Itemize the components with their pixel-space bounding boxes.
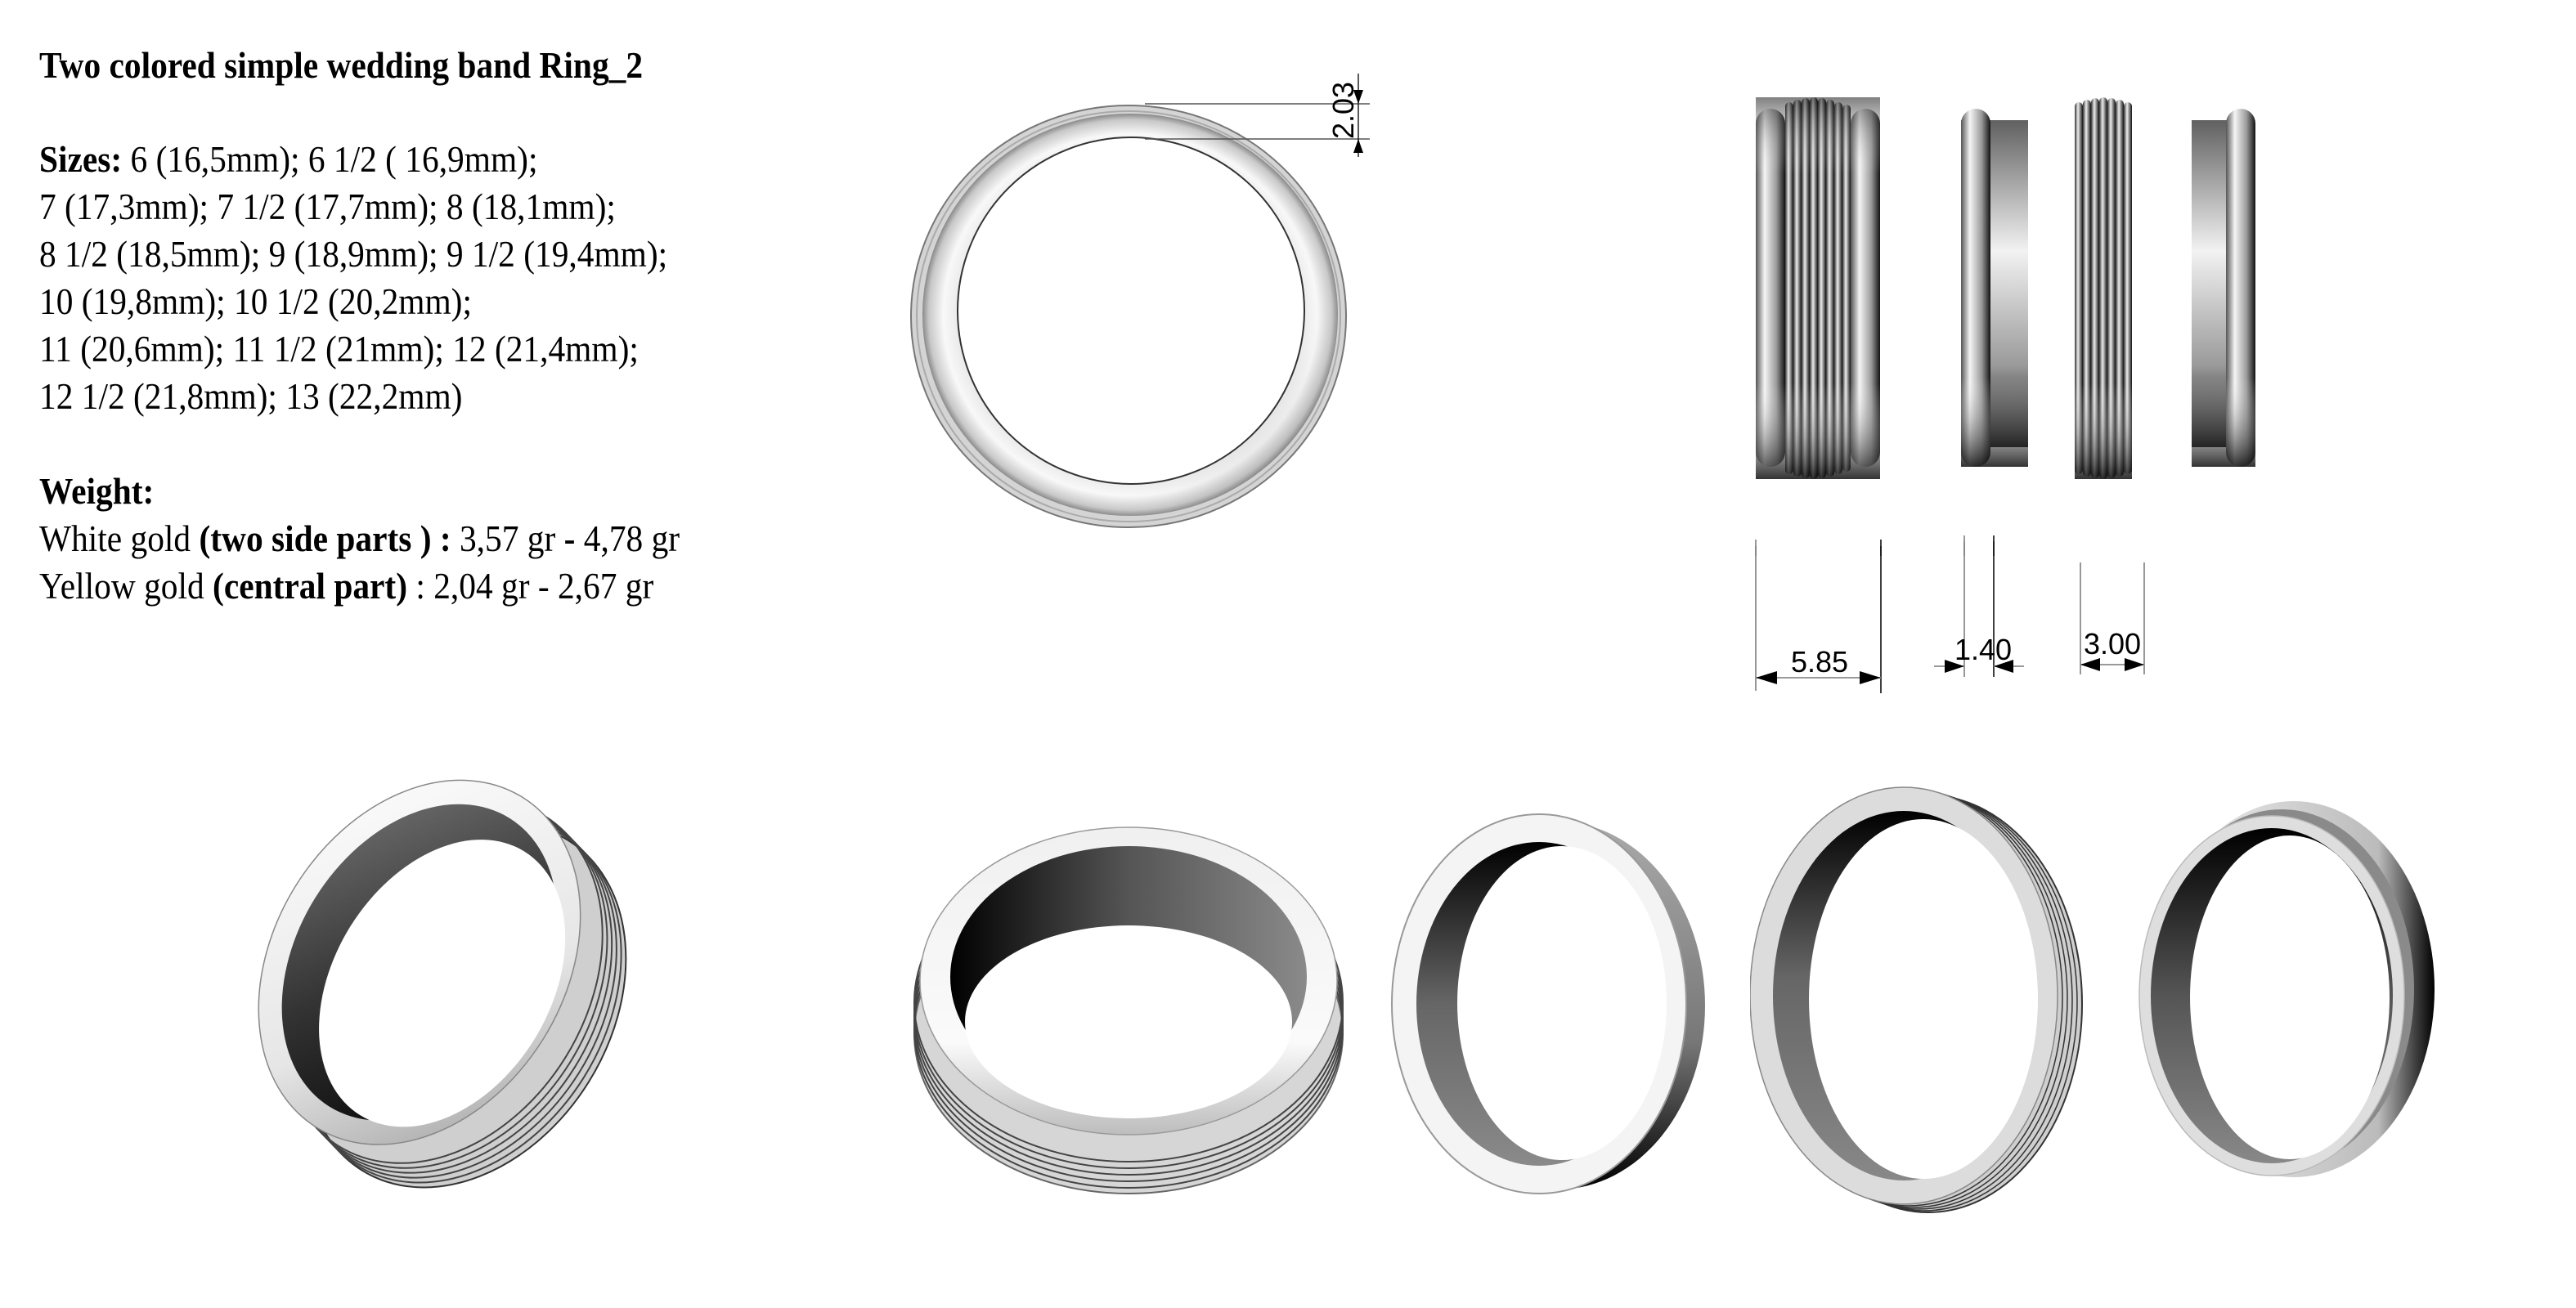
document-title: Two colored simple wedding band Ring_2 [39,45,644,86]
dimension-annotations: 5.85 1.40 3.00 [1755,541,2145,693]
weight-label-line: Weight: [39,468,792,515]
sizes-line-5: 11 (20,6mm); 11 1/2 (21mm); 12 (21,4mm); [39,329,639,370]
weight-yellow-gold: Yellow gold (central part) : 2,04 gr - 2… [39,566,654,607]
sizes-line-6: 12 1/2 (21,8mm); 13 (22,2mm) [39,376,463,417]
profile-assembled [1756,97,1880,479]
profile-side-part-right [2192,109,2255,467]
sizes-label: Sizes: [39,139,123,180]
dimension-total-width: 5.85 [1791,645,1848,679]
side-part-left-perspective [1391,813,1705,1194]
profile-central-part [2075,97,2132,479]
ring-top-view: 2.03 [910,74,1370,528]
ring-perspective-front [913,826,1344,1194]
sizes-section: Sizes: 6 (16,5mm); 6 1/2 ( 16,9mm); 7 (1… [39,136,792,420]
weight-section: Weight: White gold (two side parts ) : 3… [39,468,792,610]
sizes-line-1: Sizes: 6 (16,5mm); 6 1/2 ( 16,9mm); [39,139,538,180]
profile-side-part-left [1961,109,2028,467]
sizes-line-3: 8 1/2 (18,5mm); 9 (18,9mm); 9 1/2 (19,4m… [39,234,668,275]
dimension-side-part-width: 1.40 [1954,633,2012,666]
sizes-line-2: 7 (17,3mm); 7 1/2 (17,7mm); 8 (18,1mm); [39,186,616,227]
side-part-right-perspective [2138,801,2435,1177]
ring-perspective-tilted [258,779,627,1189]
central-part-perspective [1750,786,2083,1213]
spec-block: Two colored simple wedding band Ring_2 S… [39,43,857,610]
dimension-thickness: 2.03 [1326,82,1360,139]
sizes-line-4: 10 (19,8mm); 10 1/2 (20,2mm); [39,281,472,322]
weight-label: Weight: [39,471,155,512]
dimension-central-part-width: 3.00 [2084,627,2141,661]
ring-profile-views [1755,97,2255,556]
weight-white-gold: White gold (two side parts ) : 3,57 gr -… [39,518,680,559]
